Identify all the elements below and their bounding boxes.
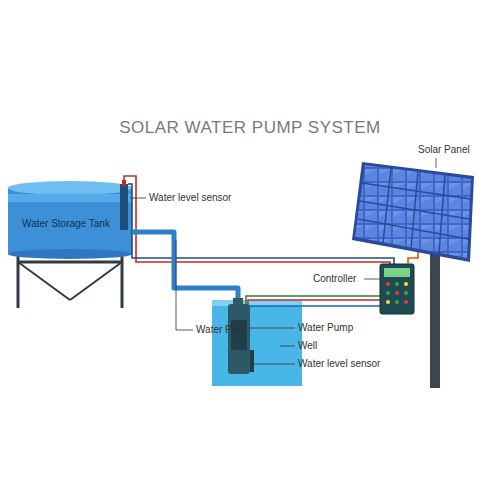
sensor-wires <box>124 176 394 266</box>
level-sensor-top <box>120 180 128 230</box>
tank-label: Water Storage Tank <box>22 218 110 230</box>
well-label: Well <box>298 340 317 352</box>
pump-label: Water Pump <box>298 322 353 334</box>
water-pipe <box>132 232 238 306</box>
solar-panel <box>352 162 474 262</box>
pump-wires <box>246 296 382 306</box>
well <box>212 300 302 386</box>
tank-node: Water Storage Tank <box>18 214 114 234</box>
well-surface <box>212 300 302 306</box>
diagram-title: SOLAR WATER PUMP SYSTEM <box>0 118 500 138</box>
leader-lines <box>130 158 436 364</box>
panel-pole <box>430 238 440 388</box>
water-pump <box>228 298 254 374</box>
controller-box <box>380 264 414 314</box>
sensor-label: Water level sensor <box>298 358 380 370</box>
controller-label: Controller <box>313 273 356 285</box>
panel-label: Solar Panel <box>418 144 470 156</box>
pipe-label: Water Pipe <box>196 324 245 336</box>
storage-tank <box>8 181 132 259</box>
sensor-label: Water level sensor <box>149 192 231 204</box>
